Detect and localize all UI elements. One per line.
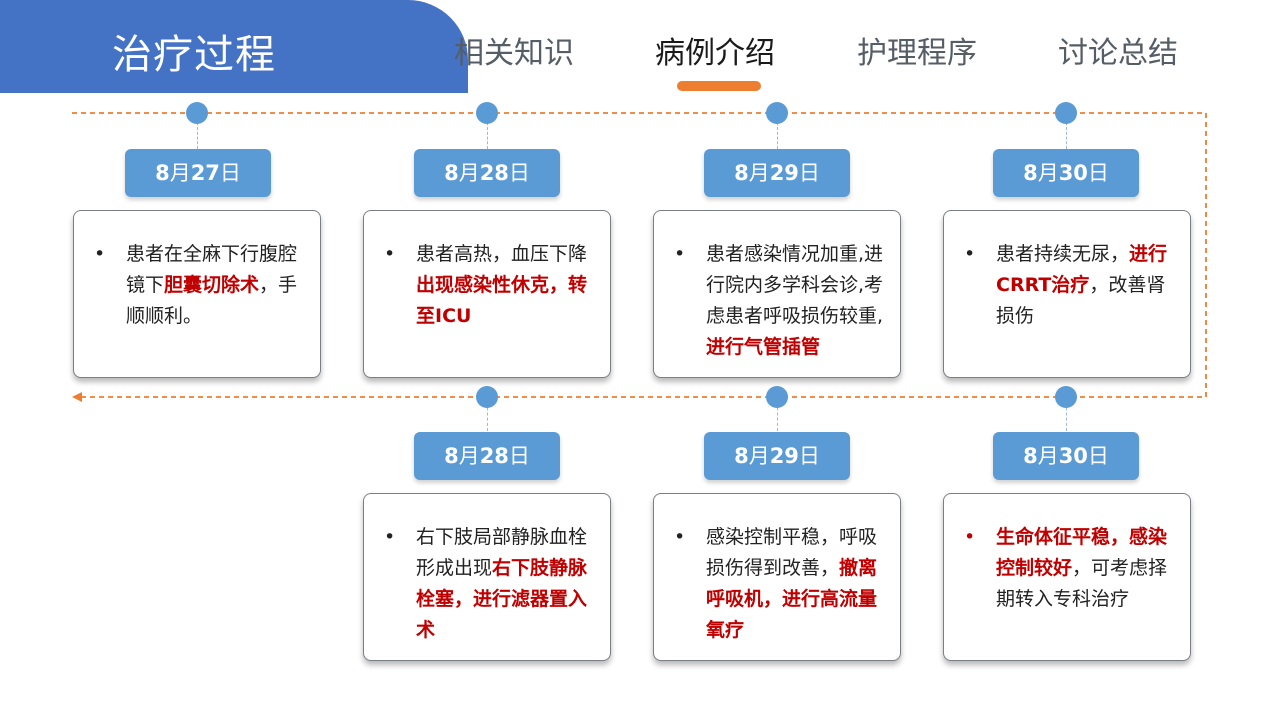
- timeline-dot: [1055, 102, 1077, 124]
- timeline-connector: [1066, 397, 1067, 431]
- tab-discussion-summary[interactable]: 讨论总结: [1058, 36, 1178, 71]
- timeline-dot: [476, 386, 498, 408]
- event-text: 生命体征平稳，感染控制较好，可考虑择期转入专科治疗: [996, 526, 1168, 610]
- event-card: • 右下肢局部静脉血栓形成出现右下肢静脉栓塞，进行滤器置入术: [363, 493, 611, 661]
- timeline-dot: [766, 102, 788, 124]
- date-pill: 8月27日: [125, 149, 271, 197]
- bullet: •: [674, 526, 686, 548]
- event-text: 患者高热，血压下降出现感染性休克，转至ICU: [416, 243, 588, 327]
- timeline-connector: [487, 397, 488, 431]
- timeline-dot: [1055, 386, 1077, 408]
- date-pill: 8月29日: [704, 432, 850, 480]
- timeline-connector: [487, 113, 488, 149]
- timeline-connector: [1066, 113, 1067, 149]
- title-banner: [0, 0, 408, 93]
- bullet: •: [964, 243, 976, 265]
- event-card: • 感染控制平稳，呼吸损伤得到改善，撤离呼吸机，进行高流量氧疗: [653, 493, 901, 661]
- tab-case-intro[interactable]: 病例介绍: [655, 36, 775, 71]
- timeline-connector: [197, 113, 198, 149]
- date-pill: 8月28日: [414, 149, 560, 197]
- active-tab-indicator: [677, 81, 761, 91]
- page-title: 治疗过程: [112, 32, 276, 78]
- bullet: •: [384, 243, 396, 265]
- date-pill: 8月30日: [993, 149, 1139, 197]
- flow-arrowhead: [72, 392, 82, 402]
- tab-nursing-procedure[interactable]: 护理程序: [857, 36, 977, 71]
- date-pill: 8月28日: [414, 432, 560, 480]
- event-card: • 患者高热，血压下降出现感染性休克，转至ICU: [363, 210, 611, 378]
- event-card: • 生命体征平稳，感染控制较好，可考虑择期转入专科治疗: [943, 493, 1191, 661]
- timeline-connector: [777, 113, 778, 149]
- event-card: • 患者持续无尿，进行CRRT治疗，改善肾损伤: [943, 210, 1191, 378]
- event-text: 感染控制平稳，呼吸损伤得到改善，撤离呼吸机，进行高流量氧疗: [706, 526, 878, 641]
- event-card: • 患者在全麻下行腹腔镜下胆囊切除术，手顺顺利。: [73, 210, 321, 378]
- bullet: •: [674, 243, 686, 265]
- event-card: • 患者感染情况加重,进行院内多学科会诊,考虑患者呼吸损伤较重,进行气管插管: [653, 210, 901, 378]
- bullet: •: [384, 526, 396, 548]
- date-pill: 8月29日: [704, 149, 850, 197]
- event-text: 患者感染情况加重,进行院内多学科会诊,考虑患者呼吸损伤较重,进行气管插管: [706, 243, 884, 358]
- bullet: •: [94, 243, 106, 265]
- timeline-dot: [766, 386, 788, 408]
- bullet: •: [964, 526, 976, 548]
- date-pill: 8月30日: [993, 432, 1139, 480]
- timeline-dot: [476, 102, 498, 124]
- tab-related-knowledge[interactable]: 相关知识: [454, 36, 574, 71]
- event-text: 患者在全麻下行腹腔镜下胆囊切除术，手顺顺利。: [126, 243, 298, 327]
- timeline-dot: [186, 102, 208, 124]
- timeline-connector: [777, 397, 778, 431]
- event-text: 右下肢局部静脉血栓形成出现右下肢静脉栓塞，进行滤器置入术: [416, 526, 588, 641]
- event-text: 患者持续无尿，进行CRRT治疗，改善肾损伤: [996, 243, 1168, 327]
